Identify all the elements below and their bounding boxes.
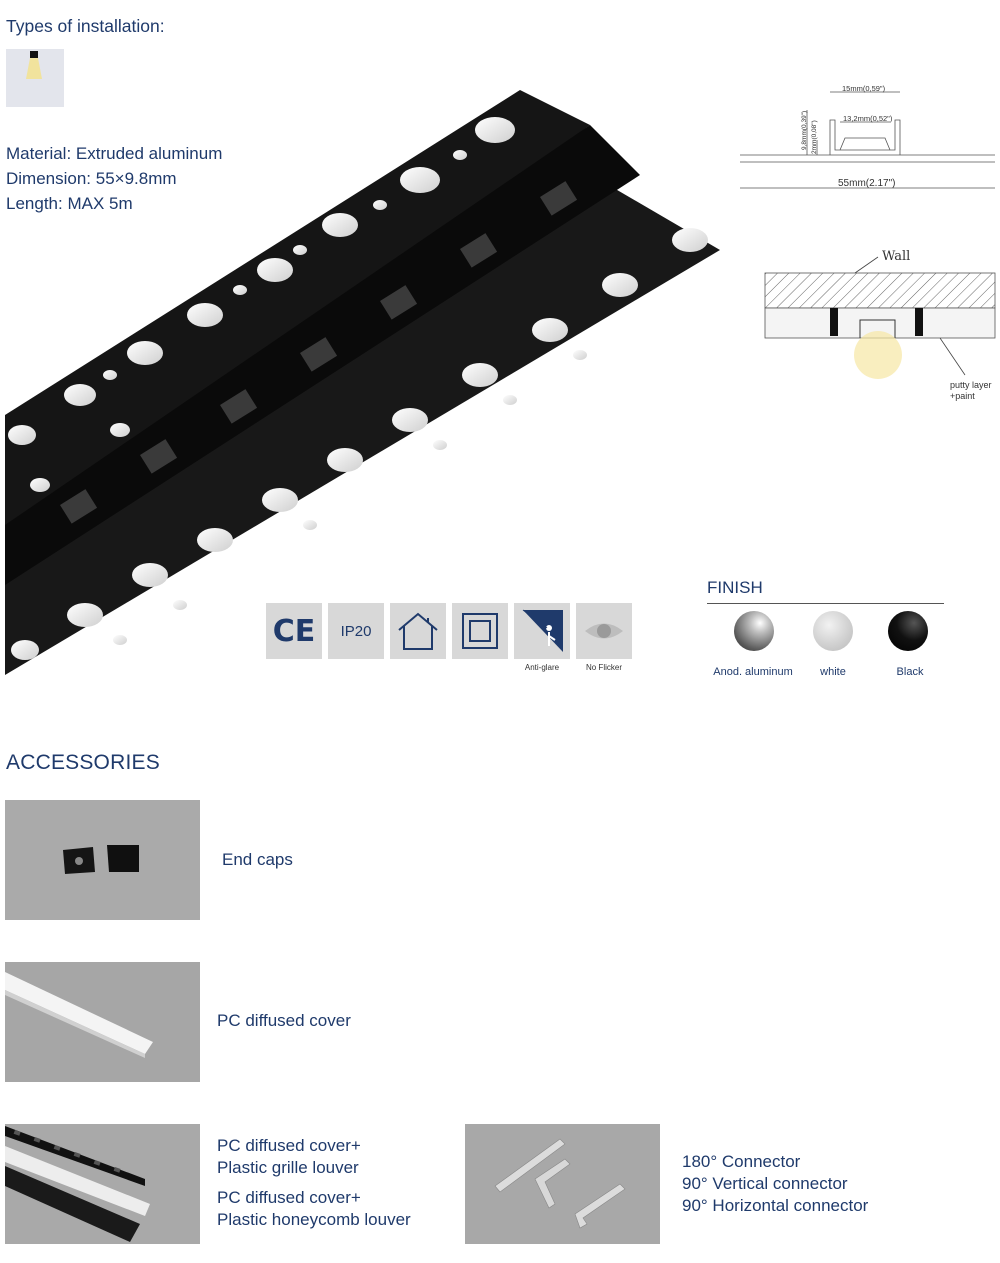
louver-photo	[5, 1124, 200, 1244]
finish-label-black: Black	[896, 666, 924, 678]
ce-mark-icon: CE	[266, 603, 322, 659]
louver-honeycomb-line-1: PC diffused cover+	[217, 1188, 361, 1207]
end-caps-label: End caps	[222, 850, 293, 869]
installation-heading: Types of installation:	[6, 16, 165, 36]
louver-grille-line-1: PC diffused cover+	[217, 1136, 361, 1155]
dim-width: 55mm(2.17")	[838, 178, 895, 189]
anti-glare-caption: Anti-glare	[524, 663, 560, 672]
anti-glare-icon	[514, 603, 570, 659]
diffused-cover-label: PC diffused cover	[217, 1011, 351, 1030]
dim-inner: 13,2mm(0,52")	[843, 114, 893, 123]
wall-label: Wall	[882, 249, 910, 264]
connectors-photo	[465, 1124, 660, 1244]
no-flicker-icon	[576, 603, 632, 659]
dim-height-1: 9,8mm(0,39")	[801, 111, 808, 150]
product-image	[0, 85, 730, 680]
connector-90-vertical-label: 90° Vertical connector	[682, 1174, 848, 1193]
connector-90-horizontal-label: 90° Horizontal connector	[682, 1196, 869, 1215]
dim-top: 15mm(0,59")	[842, 84, 886, 93]
putty-label-1: putty layer	[950, 380, 992, 390]
ip20-icon: IP20	[328, 603, 384, 659]
finish-divider	[707, 603, 944, 604]
installation-thumbnail	[6, 49, 64, 107]
cross-section-drawing: 15mm(0,59") 13,2mm(0,52") 55mm(2.17") 9,…	[735, 80, 1000, 200]
finish-label-white: white	[820, 666, 846, 678]
connector-180-label: 180° Connector	[682, 1152, 801, 1171]
putty-label-2: +paint	[950, 391, 975, 401]
end-caps-photo	[5, 800, 200, 920]
diffused-cover-photo	[5, 962, 200, 1082]
spec-dimension: Dimension: 55×9.8mm	[6, 169, 177, 188]
class-ii-icon	[452, 603, 508, 659]
finish-swatch-anodized	[734, 611, 774, 651]
finish-label-anodized: Anod. aluminum	[713, 666, 793, 678]
finish-swatch-black	[888, 611, 928, 651]
finish-swatch-white	[813, 611, 853, 651]
wall-installation-drawing: Wall putty layer +paint	[760, 245, 1000, 405]
louver-honeycomb-line-2: Plastic honeycomb louver	[217, 1210, 411, 1229]
finish-title: FINISH	[707, 578, 763, 597]
spec-material: Material: Extruded aluminum	[6, 144, 223, 163]
indoor-house-icon	[390, 603, 446, 659]
louver-grille-line-2: Plastic grille louver	[217, 1158, 359, 1177]
spec-length: Length: MAX 5m	[6, 194, 133, 213]
accessories-title: ACCESSORIES	[6, 751, 160, 774]
dim-height-2: 2mm(0,08")	[811, 120, 818, 154]
no-flicker-caption: No Flicker	[585, 663, 622, 672]
